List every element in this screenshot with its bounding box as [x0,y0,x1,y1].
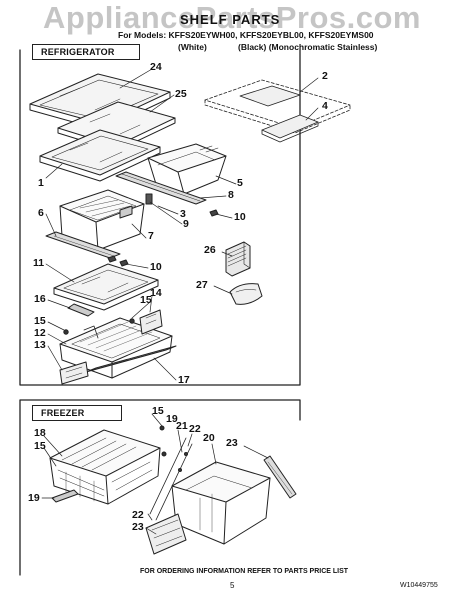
crisper-7 [59,189,145,251]
callout-24: 24 [150,61,162,73]
callout-20: 20 [203,432,215,444]
shelf-2-4-group [204,79,351,143]
page-title: SHELF PARTS [180,12,281,27]
callout-1: 1 [38,177,44,189]
rail-17 [85,345,177,373]
refrigerator-label: REFRIGERATOR [32,44,140,60]
screw-15 [63,318,135,335]
rods-21-22 [149,437,193,521]
callout-22a: 22 [189,423,201,435]
callout-23a: 23 [226,437,238,449]
callout-17: 17 [178,374,190,386]
freezer-basket-18 [49,429,161,505]
rail-16 [67,303,95,317]
freezer-section-frame [19,399,301,576]
callout-22b: 22 [132,509,144,521]
doc-number: W10449755 [400,582,438,589]
callout-10a: 10 [234,211,246,223]
callout-16: 16 [34,293,46,305]
rail-23 [263,455,297,499]
clip-10b [107,255,129,267]
variant-white: (White) [178,42,207,52]
bracket-23 [145,513,187,555]
callout-15c: 15 [152,405,164,417]
freezer-label: FREEZER [32,405,122,421]
callout-8: 8 [228,189,234,201]
watermark-text: AppliancePartsPros.com [43,0,421,35]
ordering-note: FOR ORDERING INFORMATION REFER TO PARTS … [140,568,349,575]
refrigerator-section-frame [19,49,301,386]
callout-6: 6 [38,207,44,219]
callout-27: 27 [196,279,208,291]
rail-19 [51,489,79,503]
models-line: For Models: KFFS20EYWH00, KFFS20EYBL00, … [118,30,374,40]
leader-lines [41,68,319,535]
callout-2: 2 [322,70,328,82]
callout-15d: 15 [34,440,46,452]
rail-3 [115,171,207,205]
callout-21: 21 [176,420,188,432]
freezer-bin-20 [171,461,271,545]
page-number: 5 [230,581,235,590]
callout-12: 12 [34,327,46,339]
callout-18: 18 [34,427,46,439]
shelf-1 [39,129,161,182]
callout-25: 25 [175,88,187,100]
bracket-14 [139,309,163,335]
callout-7: 7 [148,230,154,242]
callout-15b: 15 [34,315,46,327]
callout-23b: 23 [132,521,144,533]
callout-19a: 19 [166,413,178,425]
callout-11: 11 [33,257,45,269]
rail-6 [45,231,121,259]
clip-10 [209,209,219,217]
bracket-9 [145,193,153,205]
screw-15-freezer [159,425,167,457]
callout-14: 14 [150,287,162,299]
crisper-cover-11 [53,263,159,311]
callout-9: 9 [183,218,189,230]
cap-27 [229,283,263,305]
callout-26: 26 [204,244,216,256]
air-filter-26 [225,241,251,277]
callout-5: 5 [237,177,243,189]
callout-4: 4 [322,100,328,112]
variant-black: (Black) (Monochromatic Stainless) [238,42,378,52]
callout-15a: 15 [140,294,152,306]
callout-19b: 19 [28,492,40,504]
callout-3: 3 [180,208,186,220]
bracket-13 [59,361,89,385]
callout-13: 13 [34,339,46,351]
callout-10b: 10 [150,261,162,273]
